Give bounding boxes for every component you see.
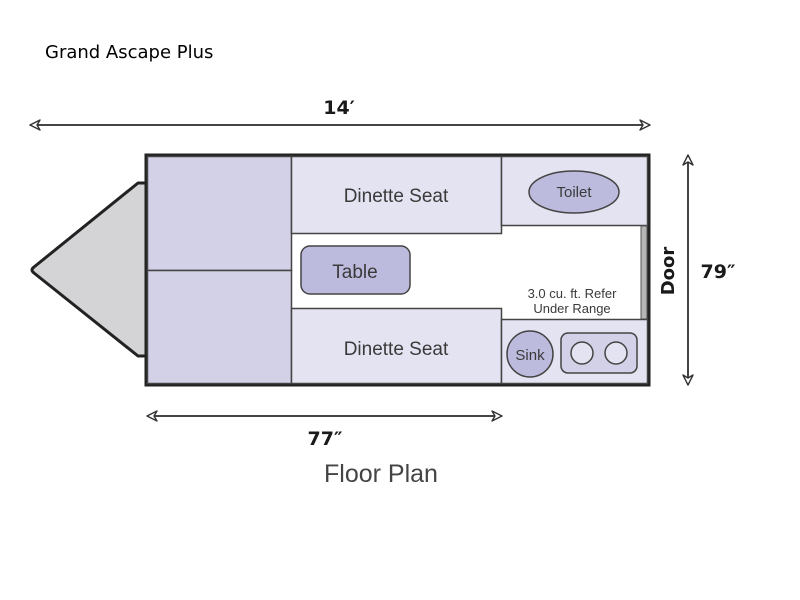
sink: [506, 330, 554, 378]
table-label: Table: [332, 262, 377, 283]
sink-label: Sink: [515, 347, 545, 364]
door-label: Door: [658, 247, 679, 296]
dinette-seat-bottom: [290, 307, 503, 385]
length-dimension-label: 14′: [323, 97, 354, 119]
door[interactable]: [640, 225, 648, 320]
floor-plan-caption: Floor Plan: [324, 460, 438, 488]
toilet-label: Toilet: [556, 184, 592, 201]
refer-label-line1: 3.0 cu. ft. Refer: [528, 286, 618, 301]
dinette-seat-bottom-label: Dinette Seat: [344, 339, 449, 360]
bed-top: [146, 155, 293, 272]
interior-dimension-label: 77″: [308, 428, 343, 450]
bed-bottom: [146, 269, 293, 385]
dinette-seat-top-label: Dinette Seat: [344, 186, 449, 207]
refer-label-line2: Under Range: [533, 301, 610, 316]
burner-right-icon: [604, 341, 628, 365]
toilet: [528, 170, 620, 214]
burner-left-icon: [570, 341, 594, 365]
dinette-seat-top: [290, 155, 503, 235]
trailer-tongue: [30, 181, 148, 358]
page-title: Grand Ascape Plus: [45, 42, 214, 63]
table: [300, 245, 411, 295]
width-dimension-label: 79″: [701, 261, 736, 283]
